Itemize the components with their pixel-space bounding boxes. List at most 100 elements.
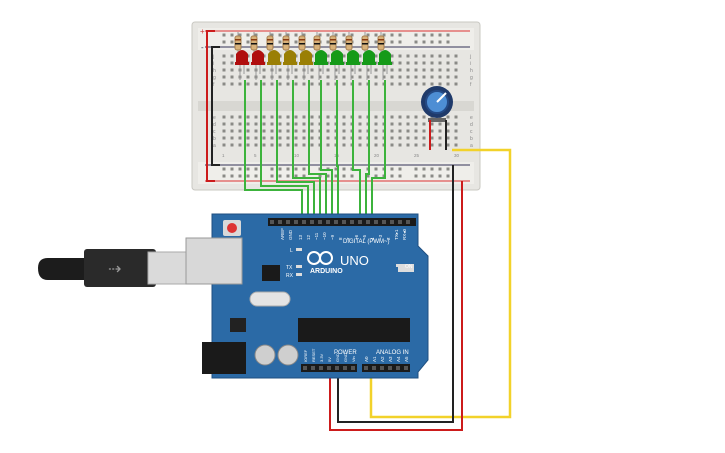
breadboard-hole (414, 115, 418, 119)
breadboard-hole (254, 143, 258, 147)
breadboard-hole (454, 61, 458, 65)
breadboard-hole (278, 122, 282, 126)
breadboard-hole (326, 143, 330, 147)
wire-led3 (276, 80, 315, 222)
breadboard-hole (454, 115, 458, 119)
breadboard-hole (422, 129, 426, 133)
rail-hole (334, 174, 338, 178)
breadboard-hole (310, 68, 314, 72)
black-wire (337, 165, 454, 423)
wire-led6 (320, 80, 333, 222)
wire-led2 (260, 80, 309, 222)
breadboard-hole (230, 143, 234, 147)
breadboard-hole (414, 143, 418, 147)
breadboard-hole (294, 129, 298, 133)
led (362, 50, 376, 80)
breadboard-hole (326, 82, 330, 86)
breadboard-hole (246, 115, 250, 119)
breadboard-hole (230, 82, 234, 86)
breadboard-hole (310, 129, 314, 133)
breadboard-hole (262, 115, 266, 119)
digital-pin-label: 8 (338, 237, 343, 240)
breadboard-hole (398, 136, 402, 140)
rail-hole (414, 33, 418, 37)
rail-hole (254, 167, 258, 171)
power-pin-label: IOREF (303, 349, 308, 362)
row-letter: e (213, 115, 216, 121)
digital-pin-label: RX◂0 (402, 228, 407, 240)
rail-hole (294, 167, 298, 171)
rail-hole (342, 167, 346, 171)
rail-hole (422, 167, 426, 171)
rail-hole (222, 40, 226, 44)
breadboard-hole (454, 136, 458, 140)
breadboard-hole (414, 75, 418, 79)
breadboard-hole (238, 136, 242, 140)
analog-pin-label: A3 (388, 356, 393, 362)
breadboard-hole (326, 136, 330, 140)
breadboard-hole (326, 129, 330, 133)
column-number: 10 (294, 153, 300, 158)
breadboard-hole (310, 136, 314, 140)
breadboard-hole (270, 143, 274, 147)
breadboard-hole (230, 75, 234, 79)
led (283, 50, 297, 80)
digital-pin-label: 4 (370, 237, 375, 240)
column-number: 20 (374, 153, 380, 158)
rail-hole (270, 167, 274, 171)
analog-pin-label: A0 (364, 356, 369, 362)
breadboard-hole (222, 143, 226, 147)
rail-hole (382, 33, 386, 37)
breadboard-hole (398, 54, 402, 58)
breadboard-hole (342, 75, 346, 79)
breadboard-hole (254, 115, 258, 119)
breadboard-hole (286, 82, 290, 86)
rail-hole (390, 40, 394, 44)
breadboard-hole (350, 75, 354, 79)
breadboard-hole (430, 54, 434, 58)
breadboard-hole (430, 129, 434, 133)
breadboard-hole (414, 129, 418, 133)
column-number: 30 (454, 153, 460, 158)
power-pin-label: GND (335, 353, 340, 362)
breadboard-hole (446, 68, 450, 72)
breadboard-hole (278, 136, 282, 140)
breadboard-hole (222, 68, 226, 72)
digital-pin-label: TX▸1 (394, 229, 399, 240)
breadboard-hole (454, 75, 458, 79)
row-letter: i (213, 61, 214, 67)
digital-pin-label: 7 (346, 237, 351, 240)
breadboard-hole (342, 68, 346, 72)
breadboard-hole (246, 68, 250, 72)
rail-hole (246, 40, 250, 44)
breadboard-hole (390, 143, 394, 147)
breadboard-hole (446, 129, 450, 133)
breadboard-hole (286, 136, 290, 140)
rail-hole (398, 40, 402, 44)
wire-led7 (336, 80, 339, 222)
breadboard-hole (222, 82, 226, 86)
rail-hole (374, 40, 378, 44)
breadboard-hole (446, 75, 450, 79)
breadboard-hole (374, 143, 378, 147)
breadboard-hole (422, 75, 426, 79)
breadboard-hole (390, 82, 394, 86)
rail-hole (422, 174, 426, 178)
digital-pin-label: ~6 (354, 234, 359, 240)
breadboard-hole (358, 129, 362, 133)
rail-hole (430, 33, 434, 37)
breadboard-hole (358, 82, 362, 86)
rail-hole (278, 33, 282, 37)
analog-pin-label: A1 (372, 356, 377, 362)
rail-hole (254, 33, 258, 37)
digital-pin-label: ~11 (314, 232, 319, 240)
rail-hole (398, 167, 402, 171)
breadboard-hole (270, 122, 274, 126)
rail-hole (414, 40, 418, 44)
rail-hole (302, 174, 306, 178)
rail-hole (446, 167, 450, 171)
wire-led5 (308, 80, 327, 222)
breadboard-hole (390, 122, 394, 126)
breadboard-hole (446, 143, 450, 147)
rail-hole (430, 174, 434, 178)
